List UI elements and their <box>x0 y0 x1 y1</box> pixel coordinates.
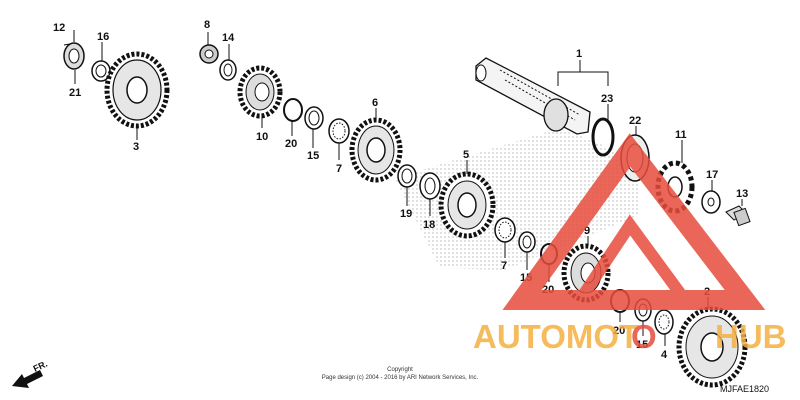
needle-bearing-7a <box>328 118 350 144</box>
label-20a: 20 <box>285 138 297 150</box>
washer-15a <box>304 106 324 130</box>
ring-23 <box>591 117 615 157</box>
needle-bearing-7b <box>494 217 516 243</box>
direction-label: FR. <box>32 359 49 374</box>
label-8: 8 <box>204 19 210 31</box>
label-12: 12 <box>53 22 65 34</box>
needle-bearing-4 <box>654 309 674 335</box>
label-20c: 20 <box>613 325 625 337</box>
mainshaft-1 <box>475 57 591 135</box>
label-1: 1 <box>576 48 582 60</box>
washer-17 <box>701 190 721 214</box>
label-22: 22 <box>629 115 641 127</box>
label-6: 6 <box>372 97 378 109</box>
label-13: 13 <box>736 188 748 200</box>
label-18: 18 <box>423 219 435 231</box>
label-23: 23 <box>601 93 613 105</box>
gear-5 <box>438 171 496 239</box>
label-15c: 15 <box>636 339 648 351</box>
label-15a: 15 <box>307 150 319 162</box>
gear-10 <box>237 65 283 119</box>
label-7a: 7 <box>336 163 342 175</box>
label-21: 21 <box>69 87 81 99</box>
bearing-21 <box>63 42 85 70</box>
washer-14 <box>219 59 237 81</box>
front-direction-arrow: FR. <box>12 359 49 388</box>
washer-19 <box>397 164 417 188</box>
watermark-logo: AUTOMOT O HUB <box>473 133 787 355</box>
washer-18 <box>419 172 441 200</box>
label-7b: 7 <box>501 260 507 272</box>
watermark-text-c: HUB <box>715 318 787 355</box>
label-9: 9 <box>584 225 590 237</box>
copyright-line-1: Copyright <box>387 367 413 373</box>
label-10: 10 <box>256 131 268 143</box>
diagram-code: MJFAE1820 <box>720 384 769 394</box>
watermark-text-b: O <box>631 318 657 355</box>
washer-16 <box>91 60 111 82</box>
label-3: 3 <box>133 141 139 153</box>
washer-15b <box>518 231 536 253</box>
label-17: 17 <box>706 169 718 181</box>
gear-6 <box>349 117 403 183</box>
gear-2 <box>676 306 748 388</box>
label-16: 16 <box>97 31 109 43</box>
copyright-line-2: Page design (c) 2004 - 2016 by ARI Netwo… <box>322 375 479 381</box>
label-5: 5 <box>463 149 469 161</box>
watermark-text-a: AUTOMOT <box>473 318 639 355</box>
label-19: 19 <box>400 208 412 220</box>
label-14: 14 <box>222 32 235 44</box>
bushing-8 <box>199 44 219 64</box>
bolt-13 <box>725 205 751 227</box>
gear-3 <box>104 51 170 129</box>
label-11: 11 <box>675 129 687 141</box>
part-labels: 12 16 21 3 8 14 10 20 15 7 6 19 18 5 7 1… <box>53 19 748 361</box>
label-4: 4 <box>661 349 668 361</box>
circlip-20a <box>283 98 303 122</box>
